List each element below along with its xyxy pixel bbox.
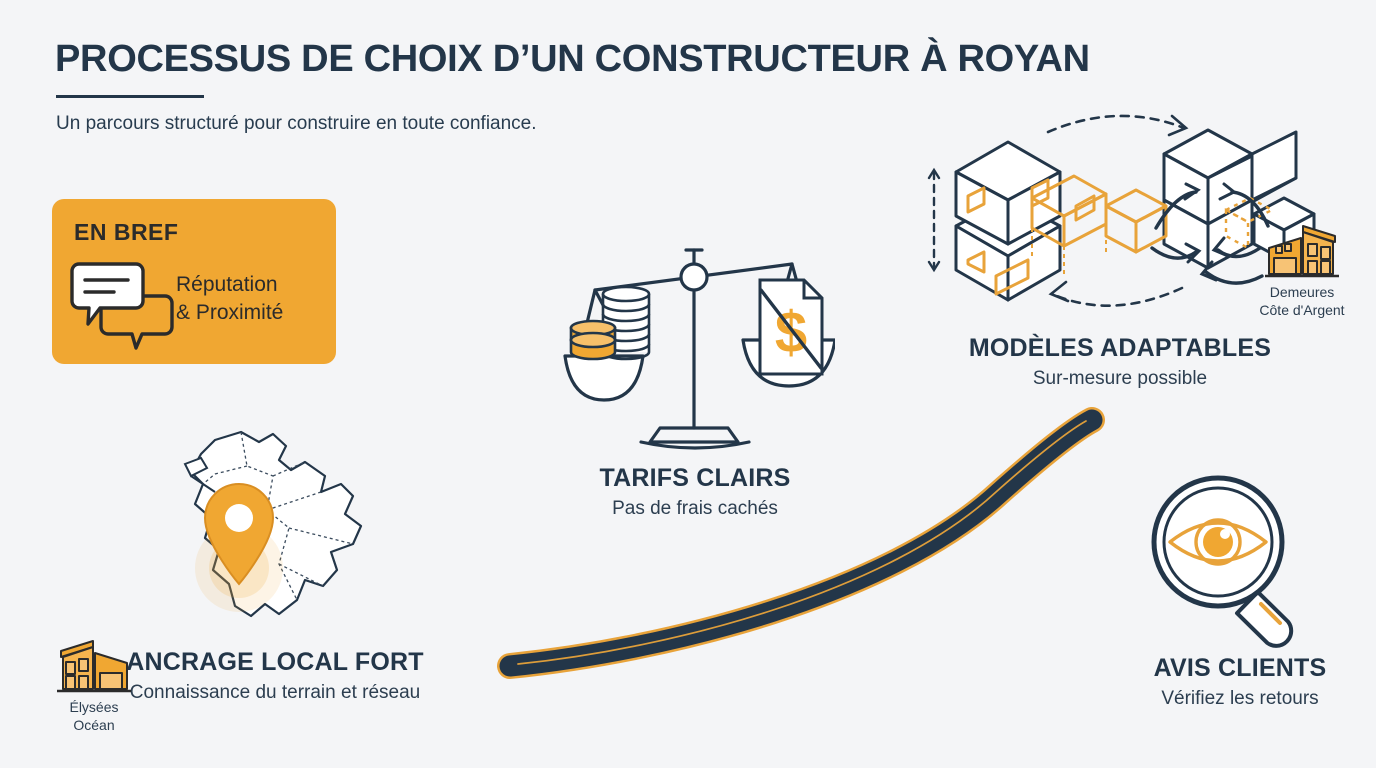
balance-scale-icon: $ bbox=[520, 228, 870, 458]
node-modeles-adaptables[interactable]: MODÈLES ADAPTABLES Sur-mesure possible bbox=[880, 110, 1360, 390]
en-bref-text-line2: & Proximité bbox=[176, 300, 284, 324]
logo-elysees-line2: Océan bbox=[73, 716, 115, 733]
node-avis-clients[interactable]: AVIS CLIENTS Vérifiez les retours bbox=[1100, 470, 1376, 710]
node-modeles-subtitle: Sur-mesure possible bbox=[1032, 368, 1208, 389]
page-title: PROCESSUS DE CHOIX D’UN CONSTRUCTEUR À R… bbox=[55, 38, 1090, 80]
speech-bubbles-icon bbox=[70, 261, 178, 353]
node-ancrage-local[interactable]: ANCRAGE LOCAL FORT Connaissance du terra… bbox=[40, 418, 510, 704]
en-bref-text: Réputation & Proximité bbox=[176, 271, 326, 326]
node-ancrage-title: ANCRAGE LOCAL FORT bbox=[126, 648, 424, 676]
logo-elysees-ocean[interactable]: Élysées Océan bbox=[40, 635, 148, 734]
page-subtitle: Un parcours structuré pour construire en… bbox=[56, 113, 537, 134]
node-modeles-title: MODÈLES ADAPTABLES bbox=[968, 334, 1272, 362]
magnifier-eye-icon bbox=[1100, 470, 1376, 650]
en-bref-heading: EN BREF bbox=[74, 219, 179, 245]
house-logo-icon bbox=[1265, 225, 1339, 278]
logo-demeures-line1: Demeures bbox=[1269, 284, 1335, 300]
logo-elysees-caption: Élysées Océan bbox=[40, 699, 148, 734]
logo-demeures-cote-dargent[interactable]: Demeures Côte d'Argent bbox=[1247, 220, 1357, 319]
logo-demeures-line2: Côte d'Argent bbox=[1259, 301, 1345, 318]
logo-elysees-line1: Élysées bbox=[69, 699, 119, 715]
road-icon bbox=[497, 407, 1105, 679]
svg-text:$: $ bbox=[775, 300, 807, 365]
en-bref-card[interactable]: EN BREF Réputation & Proximité bbox=[52, 199, 336, 364]
house-logo-icon bbox=[57, 640, 131, 693]
logo-demeures-caption: Demeures Côte d'Argent bbox=[1247, 284, 1357, 319]
node-tarifs-subtitle: Pas de frais cachés bbox=[612, 498, 778, 519]
en-bref-text-line1: Réputation bbox=[176, 273, 278, 296]
region-map-pin-icon bbox=[40, 418, 510, 646]
node-ancrage-subtitle: Connaissance du terrain et réseau bbox=[129, 682, 421, 703]
node-avis-title: AVIS CLIENTS bbox=[1153, 654, 1327, 682]
modular-blocks-icon bbox=[880, 110, 1360, 330]
title-underline bbox=[56, 95, 204, 98]
node-tarifs-title: TARIFS CLAIRS bbox=[599, 464, 791, 492]
curved-road-decoration bbox=[488, 398, 1128, 688]
node-tarifs-clairs[interactable]: $ TARIFS CLAIRS Pas de frais cachés bbox=[520, 228, 870, 520]
node-avis-subtitle: Vérifiez les retours bbox=[1161, 688, 1319, 709]
